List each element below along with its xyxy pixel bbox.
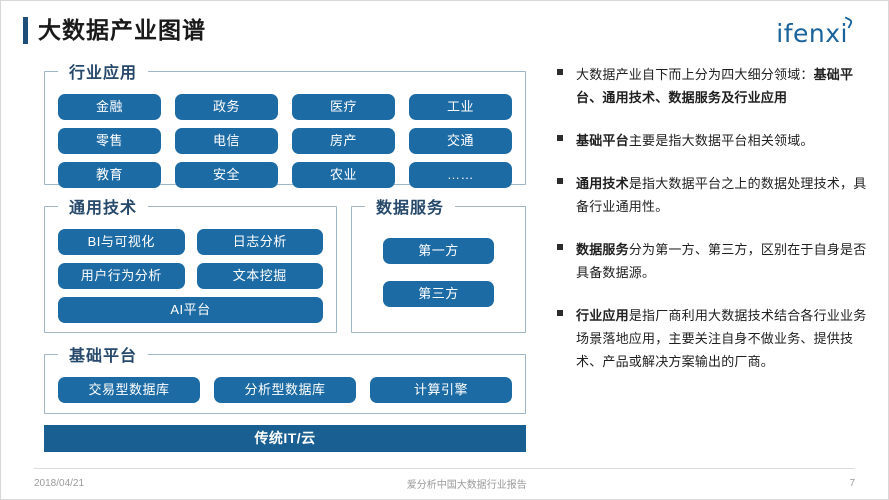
note-text: 大数据产业自下而上分为四大细分领域：基础平台、通用技术、数据服务及行业应用 [576, 63, 869, 109]
chip-industry-9[interactable]: 安全 [175, 162, 278, 188]
bullet-square-icon [557, 135, 563, 141]
chip-data-service-0[interactable]: 第一方 [383, 238, 494, 264]
note-suffix: 主要是指大数据平台相关领域。 [628, 133, 814, 148]
note-text: 数据服务分为第一方、第三方，区别在于自身是否具备数据源。 [576, 238, 869, 284]
note-suffix: 是指厂商利用大数据技术结合各行业业务场景落地应用，主要关注自身不做业务、提供技术… [576, 308, 867, 369]
chip-industry-5[interactable]: 电信 [175, 128, 278, 154]
chip-industry-1[interactable]: 政务 [175, 94, 278, 120]
chip-technology-1[interactable]: 日志分析 [196, 229, 323, 255]
chip-industry-8[interactable]: 教育 [58, 162, 161, 188]
note-item: 数据服务分为第一方、第三方，区别在于自身是否具备数据源。 [557, 238, 869, 284]
industry-application-grid: 金融 政务 医疗 工业 零售 电信 房产 交通 教育 安全 农业 …… [58, 94, 512, 188]
page-title: 大数据产业图谱 [23, 17, 866, 44]
chip-industry-7[interactable]: 交通 [409, 128, 512, 154]
data-service-stack: 第一方 第三方 [365, 229, 512, 307]
note-bold: 基础平台、通用技术、数据服务及行业应用 [576, 67, 854, 105]
group-data-service-legend: 数据服务 [376, 200, 445, 217]
chip-industry-4[interactable]: 零售 [58, 128, 161, 154]
bullet-square-icon [557, 310, 563, 316]
chip-industry-11[interactable]: …… [409, 162, 512, 188]
chip-platform-2[interactable]: 计算引擎 [370, 377, 512, 403]
group-base-platform-legend: 基础平台 [69, 348, 138, 365]
footer-report-name: 爱分析中国大数据行业报告 [406, 480, 527, 491]
bullet-square-icon [557, 244, 563, 250]
chip-industry-2[interactable]: 医疗 [292, 94, 395, 120]
note-bold: 行业应用 [576, 308, 629, 323]
note-text: 基础平台主要是指大数据平台相关领域。 [576, 129, 814, 152]
slide-footer: 2018/04/21 爱分析中国大数据行业报告 7 [34, 468, 855, 491]
chip-industry-0[interactable]: 金融 [58, 94, 161, 120]
note-item: 行业应用是指厂商利用大数据技术结合各行业业务场景落地应用，主要关注自身不做业务、… [557, 304, 869, 373]
chip-industry-3[interactable]: 工业 [409, 94, 512, 120]
note-bold: 数据服务 [576, 242, 629, 257]
chip-industry-6[interactable]: 房产 [292, 128, 395, 154]
chip-industry-10[interactable]: 农业 [292, 162, 395, 188]
note-text: 通用技术是指大数据平台之上的数据处理技术，具备行业通用性。 [576, 172, 869, 218]
group-data-service: 数据服务 第一方 第三方 [351, 194, 526, 333]
note-suffix: 是指大数据平台之上的数据处理技术，具备行业通用性。 [576, 176, 867, 214]
logo-tick-icon: ifenxi [776, 21, 848, 46]
note-item: 基础平台主要是指大数据平台相关领域。 [557, 129, 869, 152]
logo-text: ifenxi [776, 19, 848, 48]
notes-panel: 大数据产业自下而上分为四大细分领域：基础平台、通用技术、数据服务及行业应用 基础… [557, 63, 869, 393]
chip-platform-1[interactable]: 分析型数据库 [214, 377, 356, 403]
chip-technology-2[interactable]: 用户行为分析 [58, 263, 185, 289]
note-bold: 基础平台 [576, 133, 629, 148]
chip-technology-0[interactable]: BI与可视化 [58, 229, 185, 255]
note-item: 大数据产业自下而上分为四大细分领域：基础平台、通用技术、数据服务及行业应用 [557, 63, 869, 109]
ifenxi-logo: ifenxi [776, 21, 848, 46]
note-bold: 通用技术 [576, 176, 629, 191]
note-item: 通用技术是指大数据平台之上的数据处理技术，具备行业通用性。 [557, 172, 869, 218]
bullet-square-icon [557, 69, 563, 75]
legacy-it-cloud-bar[interactable]: 传统IT/云 [44, 425, 526, 452]
chip-platform-0[interactable]: 交易型数据库 [58, 377, 200, 403]
note-suffix: 分为第一方、第三方，区别在于自身是否具备数据源。 [576, 242, 867, 280]
title-accent-bar [23, 17, 28, 44]
footer-date: 2018/04/21 [34, 478, 85, 489]
group-general-technology-legend: 通用技术 [69, 200, 138, 217]
chip-data-service-1[interactable]: 第三方 [383, 281, 494, 307]
group-base-platform: 基础平台 交易型数据库 分析型数据库 计算引擎 [44, 342, 526, 414]
group-industry-application-legend: 行业应用 [69, 65, 138, 82]
general-technology-grid: BI与可视化 日志分析 用户行为分析 文本挖掘 AI平台 [58, 229, 323, 323]
note-text: 行业应用是指厂商利用大数据技术结合各行业业务场景落地应用，主要关注自身不做业务、… [576, 304, 869, 373]
footer-page-number: 7 [849, 478, 855, 489]
middle-row: 通用技术 BI与可视化 日志分析 用户行为分析 文本挖掘 AI平台 数据服务 第… [44, 194, 526, 333]
chip-technology-ai-platform[interactable]: AI平台 [58, 297, 323, 323]
group-industry-application: 行业应用 金融 政务 医疗 工业 零售 电信 房产 交通 教育 安全 农业 …… [44, 59, 526, 188]
chip-technology-3[interactable]: 文本挖掘 [196, 263, 323, 289]
base-platform-grid: 交易型数据库 分析型数据库 计算引擎 [58, 377, 512, 403]
slide-header: 大数据产业图谱 ifenxi [23, 17, 866, 59]
page-title-text: 大数据产业图谱 [38, 17, 206, 43]
note-prefix: 大数据产业自下而上分为四大细分领域： [576, 67, 814, 82]
bullet-square-icon [557, 178, 563, 184]
group-general-technology: 通用技术 BI与可视化 日志分析 用户行为分析 文本挖掘 AI平台 [44, 194, 337, 333]
industry-map-diagram: 行业应用 金融 政务 医疗 工业 零售 电信 房产 交通 教育 安全 农业 ……… [44, 59, 526, 459]
